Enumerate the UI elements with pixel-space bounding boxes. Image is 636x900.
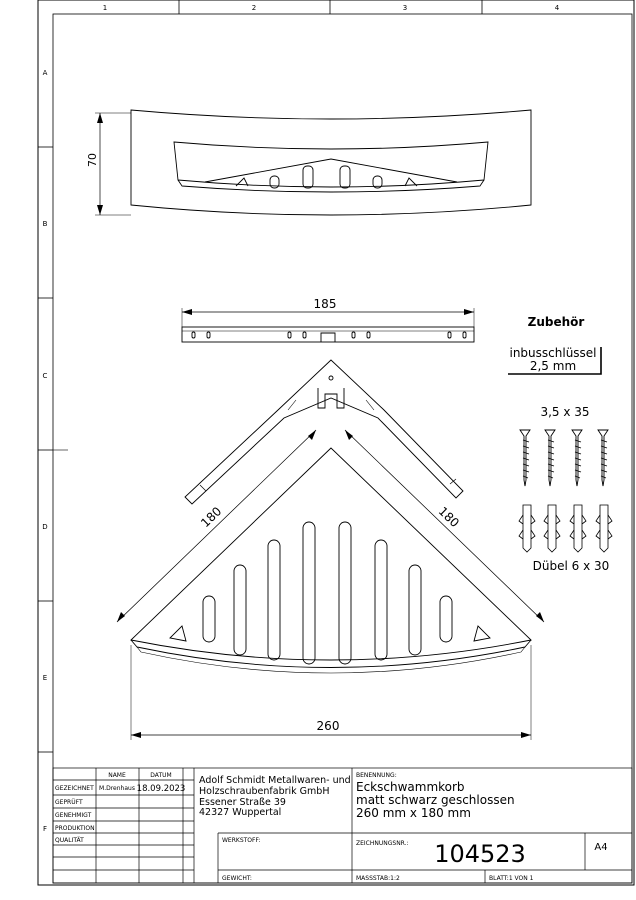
dimension-height: 70 bbox=[86, 112, 131, 216]
dimension-rail-length-value: 185 bbox=[314, 297, 337, 311]
screws-label: 3,5 x 35 bbox=[540, 405, 589, 419]
screw-icon bbox=[571, 429, 583, 487]
tb-drawing-no: 104523 bbox=[434, 840, 526, 868]
allen-key-size: 2,5 mm bbox=[530, 359, 576, 373]
front-view bbox=[130, 109, 532, 216]
screw-icon bbox=[597, 429, 609, 487]
accessories-title: Zubehör bbox=[528, 315, 585, 329]
tb-drawing-no-label: ZEICHNUNGSNR.: bbox=[356, 840, 409, 847]
grid-row-b: B bbox=[43, 220, 48, 228]
tb-head-name: NAME bbox=[108, 772, 126, 779]
dowel-icons bbox=[518, 504, 613, 553]
allen-key-icon bbox=[508, 347, 602, 375]
tb-row-checked: GEPRÜFT bbox=[55, 799, 83, 806]
tb-sheet: BLATT:1 VON 1 bbox=[489, 875, 534, 882]
dimension-width-value: 260 bbox=[317, 719, 340, 733]
grid-row-a: A bbox=[43, 69, 48, 77]
tb-naming-line1: Eckschwammkorb bbox=[356, 780, 465, 794]
title-block: NAME DATUM GEZEICHNET GEPRÜFT GENEHMIGT … bbox=[52, 767, 633, 884]
dowel-icon bbox=[595, 504, 613, 553]
screw-icon bbox=[544, 429, 556, 487]
tb-head-date: DATUM bbox=[150, 772, 171, 779]
tb-row-approved: GENEHMIGT bbox=[55, 812, 92, 819]
grid-row-labels: A B C D E F bbox=[42, 69, 47, 833]
basket-top-view bbox=[130, 447, 532, 674]
screw-icons bbox=[519, 429, 609, 487]
tb-company-line3: Essener Straße 39 bbox=[199, 797, 286, 808]
dowel-icon bbox=[569, 504, 587, 553]
tb-format: A4 bbox=[594, 842, 607, 853]
tb-row-quality: QUALITÄT bbox=[55, 837, 84, 844]
tb-naming-line3: 260 mm x 180 mm bbox=[356, 806, 471, 820]
tb-scale: MASSSTAB:1:2 bbox=[356, 875, 400, 882]
accessories-panel: Zubehör inbusschlüssel 2,5 mm 3,5 x 35 bbox=[508, 315, 613, 573]
grid-col-1: 1 bbox=[103, 4, 107, 12]
grid-row-d: D bbox=[42, 523, 47, 531]
dowels-label: Dübel 6 x 30 bbox=[533, 559, 610, 573]
grid-col-3: 3 bbox=[403, 4, 407, 12]
allen-key-label: inbusschlüssel bbox=[509, 346, 596, 360]
grid-row-c: C bbox=[43, 372, 48, 380]
grid-col-4: 4 bbox=[555, 4, 560, 12]
tb-material-label: WERKSTOFF: bbox=[222, 837, 260, 844]
grid-row-e: E bbox=[43, 674, 47, 682]
tb-weight-label: GEWICHT: bbox=[222, 875, 252, 882]
tb-row-drawn: GEZEICHNET bbox=[55, 785, 94, 792]
tb-company-line2: Holzschraubenfabrik GmbH bbox=[199, 786, 329, 797]
dimension-rail-length: 185 bbox=[181, 297, 475, 327]
tb-company-line1: Adolf Schmidt Metallwaren- und bbox=[199, 775, 351, 786]
tb-naming-label: BENENNUNG: bbox=[356, 772, 397, 779]
tb-drawn-name: M.Drenhaus bbox=[99, 785, 135, 792]
dowel-icon bbox=[518, 504, 536, 553]
tb-naming-line2: matt schwarz geschlossen bbox=[356, 793, 515, 807]
corner-bracket-view bbox=[184, 359, 464, 505]
tb-drawn-date: 18.09.2023 bbox=[137, 784, 186, 794]
dowel-icon bbox=[543, 504, 561, 553]
drawing-frame bbox=[37, 0, 635, 886]
dimension-side-left-value: 180 bbox=[198, 504, 224, 530]
tb-row-production: PRODUKTION bbox=[55, 825, 95, 832]
grid-row-f: F bbox=[43, 825, 47, 833]
mounting-rail-view bbox=[181, 326, 475, 343]
dimension-side-right-value: 180 bbox=[436, 504, 462, 530]
dimension-width: 260 bbox=[130, 645, 532, 740]
dimension-height-value: 70 bbox=[86, 153, 99, 167]
grid-column-labels: 1 2 3 4 bbox=[103, 4, 560, 12]
grid-col-2: 2 bbox=[252, 4, 256, 12]
dimension-side-left: 180 bbox=[116, 429, 317, 623]
screw-icon bbox=[519, 429, 531, 487]
tb-company-line4: 42327 Wuppertal bbox=[199, 807, 281, 818]
